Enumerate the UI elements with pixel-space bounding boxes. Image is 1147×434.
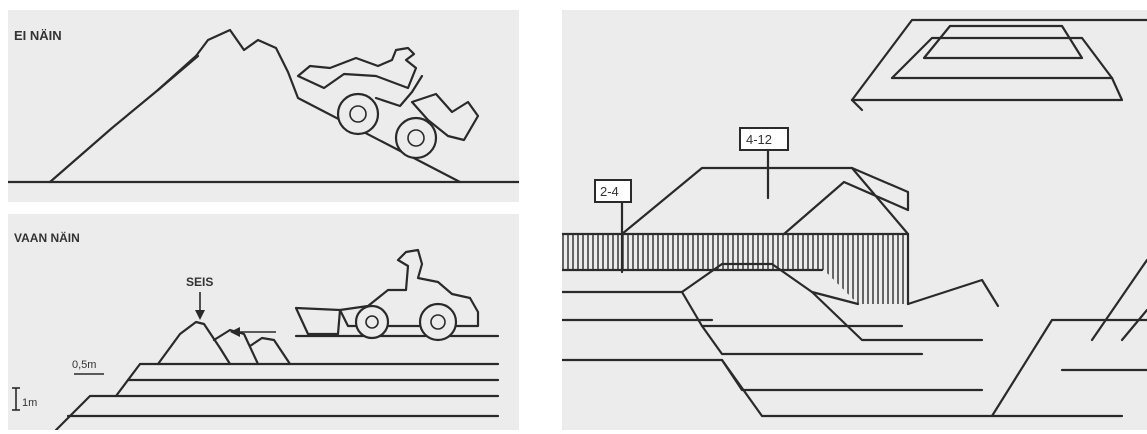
pile-edge bbox=[158, 56, 198, 90]
motion-arrow-head bbox=[230, 327, 240, 337]
terrace-dimension-panel: 2-4 4-12 bbox=[562, 10, 1147, 430]
height-label: 1m bbox=[22, 397, 37, 409]
terrace-lower bbox=[56, 396, 498, 430]
loader2-wheel-rear bbox=[356, 306, 388, 338]
spacing-label: 0,5m bbox=[72, 359, 96, 371]
terrace-illustration: 2-4 4-12 bbox=[562, 10, 1147, 430]
loader-on-terrace bbox=[296, 250, 478, 340]
loader-wheel-front bbox=[396, 118, 436, 158]
loader-bucket-2 bbox=[296, 308, 340, 334]
wrong-way-title: EI NÄIN bbox=[14, 28, 62, 43]
right-way-illustration: VAAN NÄIN SEIS 0,5m 1m bbox=[8, 214, 519, 430]
upper-right-pyramid bbox=[852, 20, 1147, 110]
wrong-way-panel: EI NÄIN bbox=[8, 10, 519, 202]
loader-on-slope bbox=[298, 48, 478, 158]
stop-arrow-head bbox=[195, 310, 205, 320]
right-way-panel: VAAN NÄIN SEIS 0,5m 1m bbox=[8, 214, 519, 430]
label-4-12: 4-12 bbox=[740, 128, 788, 198]
loader2-wheel-front bbox=[420, 304, 456, 340]
svg-text:2-4: 2-4 bbox=[600, 184, 619, 199]
svg-text:4-12: 4-12 bbox=[746, 132, 772, 147]
right-way-title: VAAN NÄIN bbox=[14, 230, 80, 245]
pile-1 bbox=[158, 322, 230, 364]
stop-label: SEIS bbox=[186, 275, 213, 289]
right-pyramid bbox=[992, 260, 1147, 416]
loader-wheel-rear bbox=[338, 94, 378, 134]
wrong-way-illustration: EI NÄIN bbox=[8, 10, 519, 202]
main-terrace bbox=[562, 168, 1122, 416]
